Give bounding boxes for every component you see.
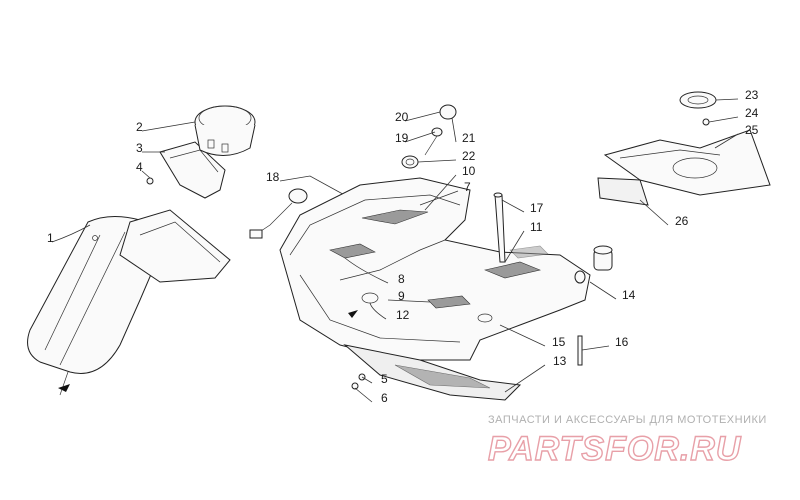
callout-17: 17 [530, 201, 544, 215]
parts-23-26-right-assembly [597, 91, 771, 206]
callout-25: 25 [745, 123, 759, 137]
parts-19-22-hardware [401, 104, 457, 169]
part-3-bracket [119, 141, 231, 283]
callout-14: 14 [622, 288, 636, 302]
callout-20: 20 [395, 110, 409, 124]
callout-4: 4 [136, 160, 143, 174]
callout-11: 11 [530, 220, 543, 234]
callout-18: 18 [266, 170, 280, 184]
callout-22: 22 [462, 149, 476, 163]
callout-10: 10 [462, 164, 476, 178]
callout-5: 5 [381, 372, 388, 386]
part-16-screw [577, 335, 583, 366]
callout-9: 9 [398, 289, 405, 303]
part-14-knob [574, 245, 613, 284]
callout-13: 13 [553, 354, 567, 368]
callout-26: 26 [675, 214, 689, 228]
watermark-subtitle: ЗАПЧАСТИ И АКСЕССУАРЫ ДЛЯ МОТОТЕХНИКИ [488, 414, 767, 426]
parts-5-6-hardware [348, 310, 366, 390]
callout-8: 8 [398, 272, 405, 286]
callout-16: 16 [615, 335, 629, 349]
callout-2: 2 [136, 120, 143, 134]
part-main-body [279, 177, 591, 401]
callout-21: 21 [462, 131, 476, 145]
part-2-gauge [194, 105, 256, 156]
watermark: ЗАПЧАСТИ И АКСЕССУАРЫ ДЛЯ МОТОТЕХНИКИ PA… [487, 414, 767, 469]
callout-7: 7 [464, 180, 471, 194]
callout-12: 12 [396, 308, 410, 322]
callout-6: 6 [381, 391, 388, 405]
callout-15: 15 [552, 335, 566, 349]
watermark-brand: PARTSFOR.RU [488, 430, 742, 468]
callout-3: 3 [136, 141, 143, 155]
part-18-light-harness [249, 175, 351, 239]
callout-1: 1 [47, 231, 54, 245]
part-4-screw [146, 177, 154, 185]
callout-19: 19 [395, 131, 409, 145]
leader-lines [51, 98, 739, 403]
callout-23: 23 [745, 88, 759, 102]
callout-24: 24 [745, 106, 759, 120]
